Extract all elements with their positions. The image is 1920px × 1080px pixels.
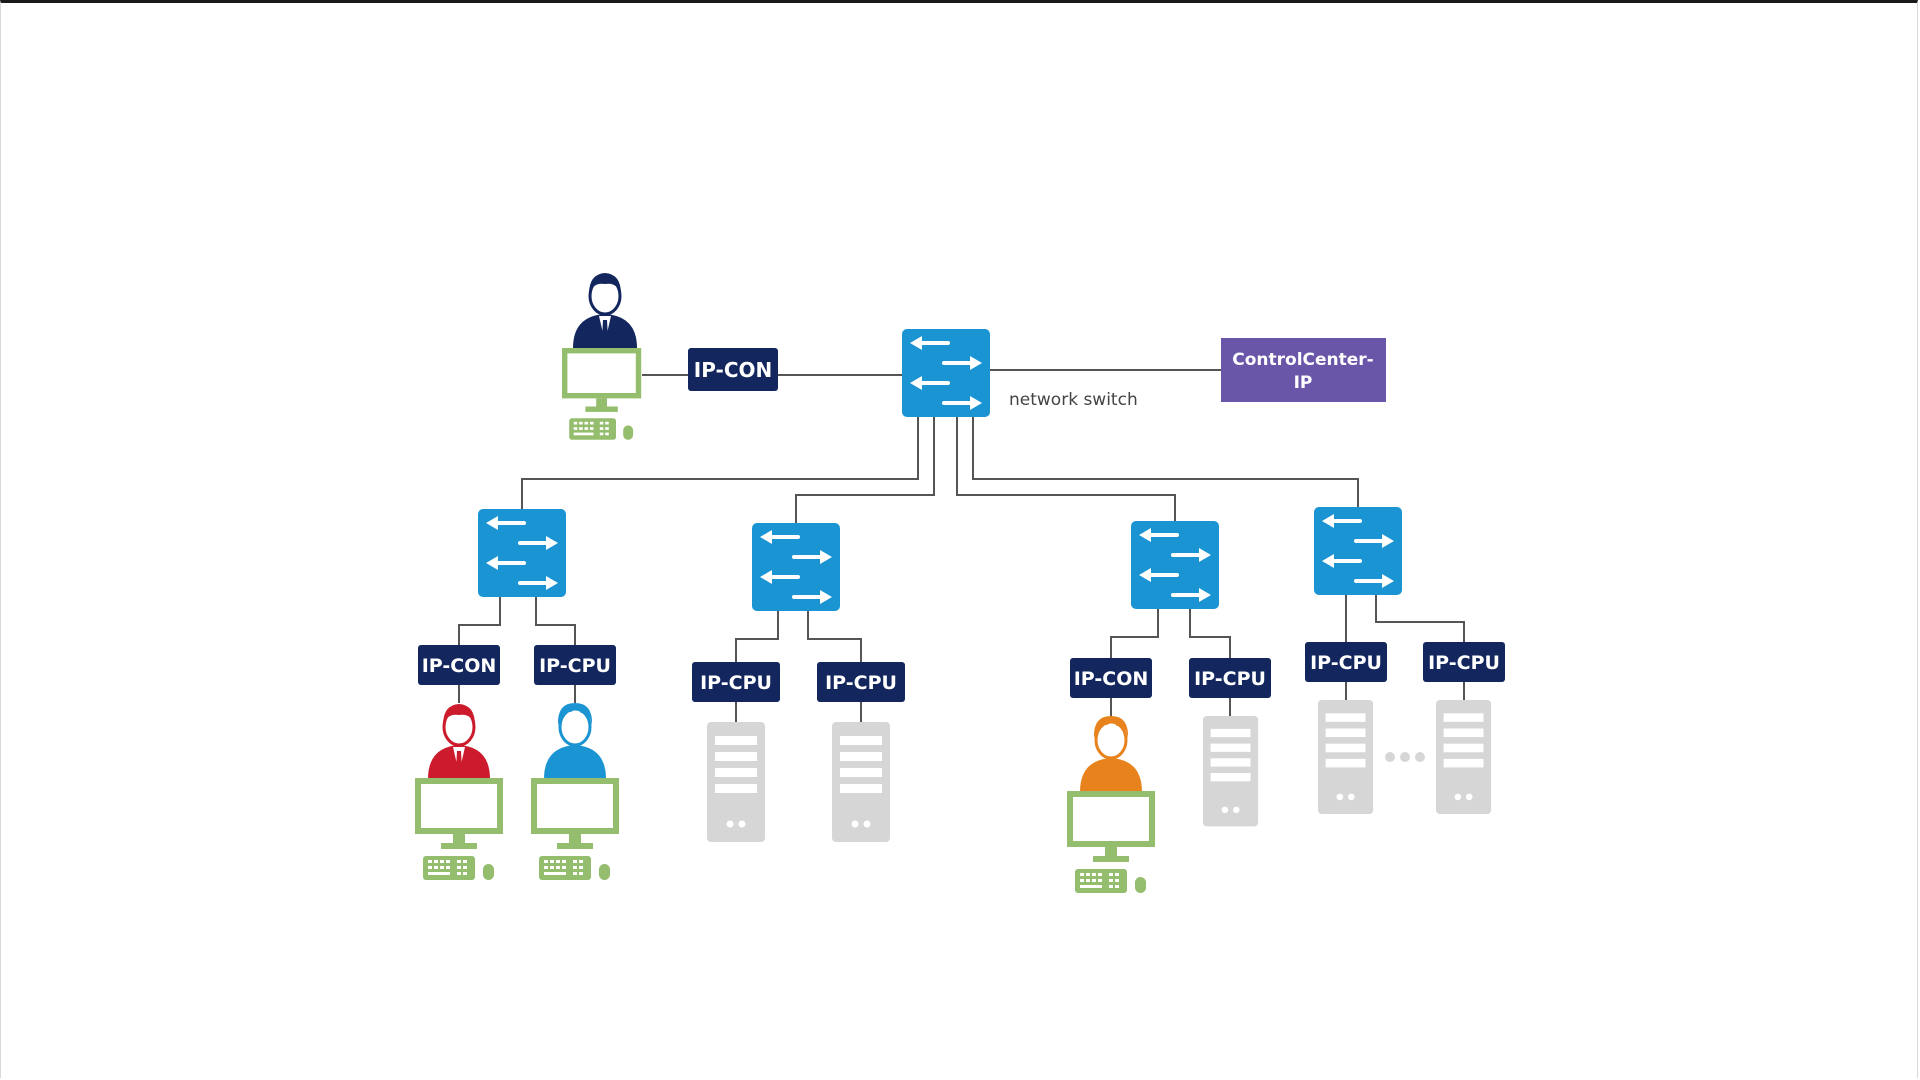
branch-3-module-a-label: IP-CON (1074, 668, 1149, 690)
server-icon (1318, 700, 1374, 814)
branch-1-module-a: IP-CON (418, 645, 500, 685)
branch-4-module-a-label: IP-CPU (1310, 652, 1382, 674)
link-switch-1-con-a (458, 597, 501, 645)
user-orange-icon (1080, 716, 1142, 792)
connection-lines (458, 369, 1465, 722)
link-switch-2-cpu-a (735, 611, 779, 662)
workstation-blue-user-icon (534, 781, 616, 880)
link-switch-3-con (1110, 609, 1159, 658)
branch-2-module-a: IP-CPU (692, 662, 780, 702)
branch-4-module-b: IP-CPU (1423, 642, 1505, 682)
user-blue-icon (544, 703, 606, 779)
main-network-switch-icon (900, 327, 992, 419)
link-main-to-switch-1 (521, 417, 919, 509)
branch-1-module-a-label: IP-CON (422, 655, 497, 677)
link-main-to-switch-3 (956, 417, 1176, 521)
switch-1-icon (476, 507, 568, 599)
branch-1-module-b-label: IP-CPU (539, 655, 611, 677)
branch-2-module-a-label: IP-CPU (700, 672, 772, 694)
switch-2-icon (750, 521, 842, 613)
admin-ip-con-label: IP-CON (694, 358, 772, 382)
switch-4-icon (1312, 505, 1404, 597)
control-center-label-line2: IP (1294, 373, 1313, 393)
link-main-to-switch-2 (795, 417, 935, 523)
link-switch-4-cpu-b (1375, 595, 1465, 642)
workstation-orange-user-icon (1070, 794, 1152, 893)
control-center-label-line1: ControlCenter- (1232, 350, 1373, 370)
main-switch-caption: network switch (1009, 390, 1138, 410)
branch-3-module-b: IP-CPU (1189, 658, 1271, 698)
link-main-to-switch-4 (972, 417, 1359, 507)
server-icon (832, 722, 890, 842)
branch-4-module-b-label: IP-CPU (1428, 652, 1500, 674)
user-red-icon (428, 704, 490, 779)
admin-ip-con-module: IP-CON (688, 348, 778, 391)
control-center-box: ControlCenter- IP (1221, 338, 1386, 402)
branch-2-module-b-label: IP-CPU (825, 672, 897, 694)
server-icon (1203, 716, 1259, 827)
server-icon (707, 722, 765, 842)
branch-4-module-a: IP-CPU (1305, 642, 1387, 682)
admin-user-icon (573, 273, 637, 348)
branch-3-module-a: IP-CON (1070, 658, 1152, 698)
more-servers-ellipsis-icon (1385, 752, 1425, 762)
branch-2-module-b: IP-CPU (817, 662, 905, 702)
server-icon (1436, 700, 1492, 814)
branch-3-module-b-label: IP-CPU (1194, 668, 1266, 690)
admin-workstation-icon (565, 351, 639, 440)
branch-1-module-b: IP-CPU (534, 645, 616, 685)
link-switch-1-con-b (535, 597, 576, 645)
link-switch-3-cpu (1189, 609, 1231, 658)
link-switch-2-cpu-b (807, 611, 862, 662)
switch-3-icon (1129, 519, 1221, 611)
workstation-red-user-icon (418, 781, 500, 880)
